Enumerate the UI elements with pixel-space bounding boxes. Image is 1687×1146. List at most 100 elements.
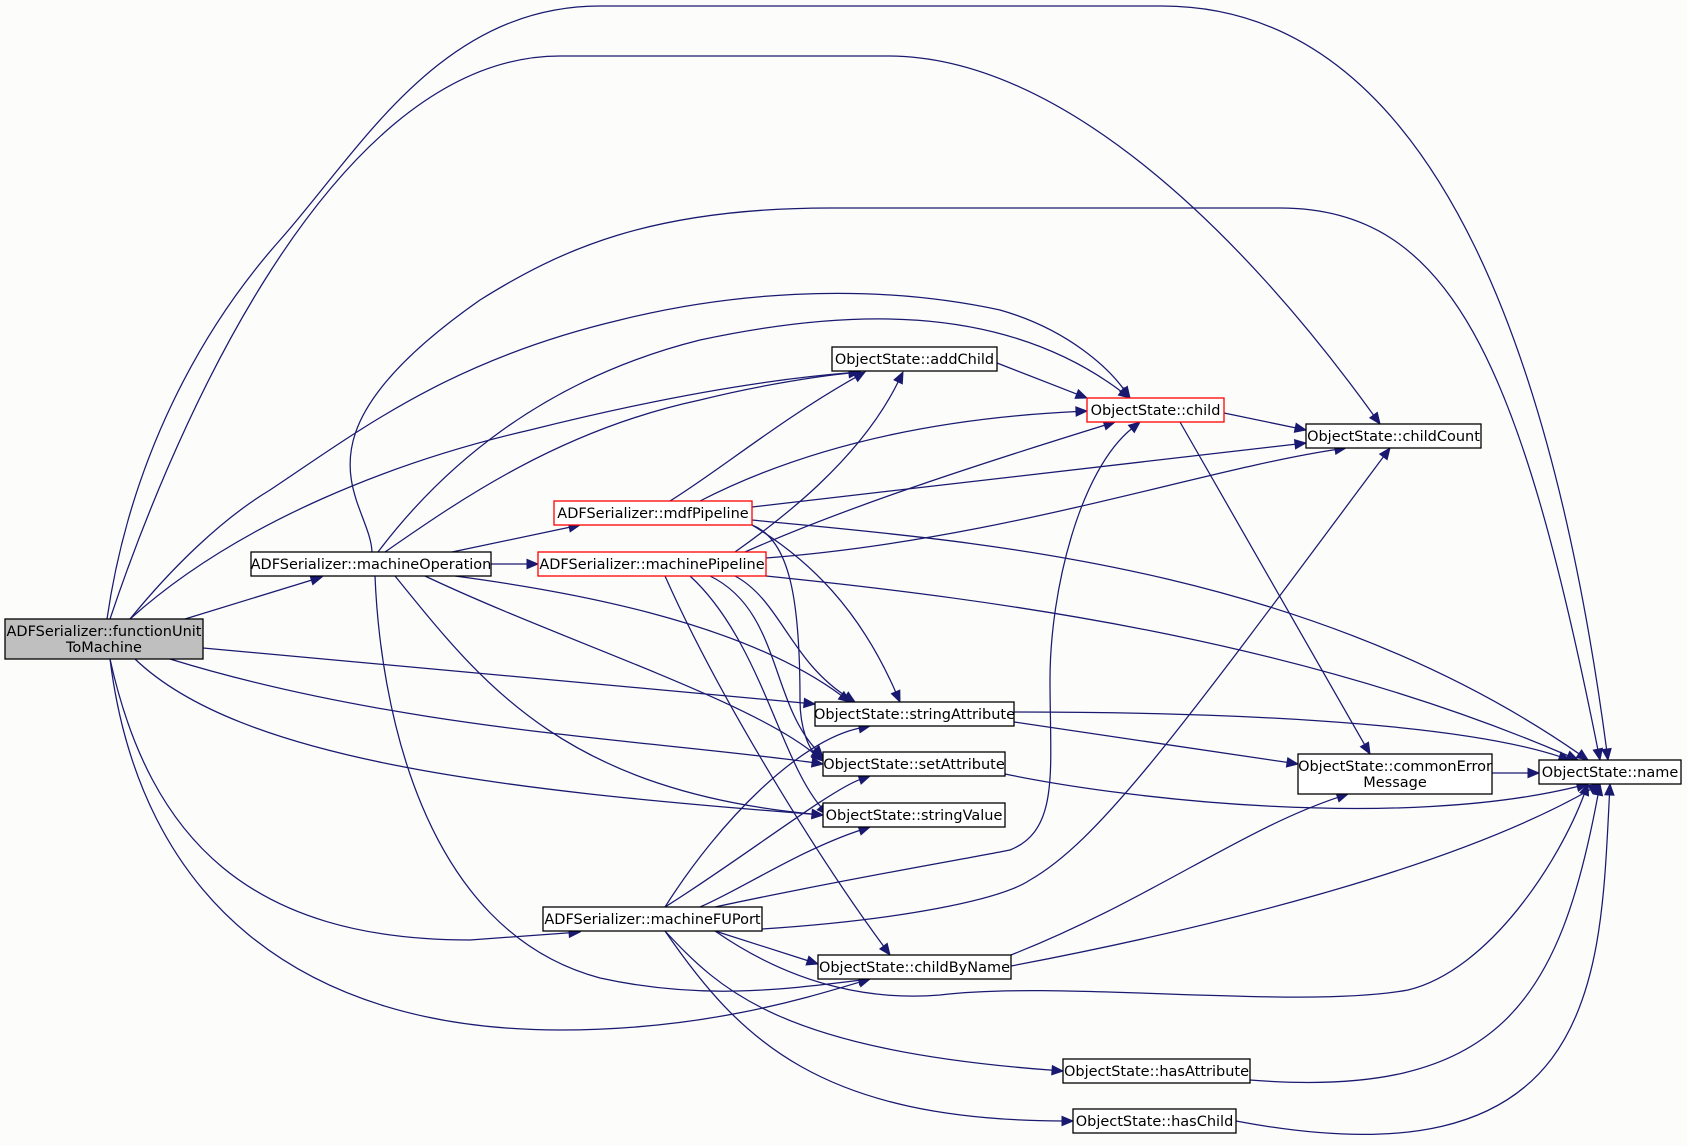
edge-child-to-commonErrorMessage [1179, 421, 1371, 756]
edge-childByName-to-name [1010, 783, 1602, 967]
node-childByName[interactable]: ObjectState::childByName [817, 954, 1012, 980]
arrowhead-icon [1368, 411, 1381, 426]
node-label: ObjectState::hasChild [1076, 1114, 1234, 1130]
edge-line [751, 524, 815, 754]
edge-machineOperation-to-child [377, 318, 1132, 553]
arrowhead-icon [1051, 1064, 1065, 1076]
edge-line [349, 207, 1599, 751]
node-box [537, 551, 767, 577]
node-label: ADFSerializer::machineOperation [251, 557, 492, 573]
node-stringValue[interactable]: ObjectState::stringValue [822, 802, 1006, 828]
arrowhead-icon [890, 689, 901, 704]
edge-machineFUPort-to-name [714, 782, 1590, 998]
node-label: ObjectState::child [1091, 403, 1221, 419]
edge-line [689, 575, 822, 808]
arrowhead-icon [526, 558, 540, 570]
node-layer: ADFSerializer::functionUnitToMachineADFS… [4, 346, 1682, 1134]
edge-machineFUPort-to-hasAttribute [664, 930, 1065, 1076]
edge-line [169, 658, 814, 764]
edge-line [1004, 773, 1579, 810]
arrowhead-icon [842, 691, 857, 703]
edge-line [664, 930, 1064, 1122]
node-label: ObjectState::name [1542, 765, 1679, 781]
edge-line [714, 930, 809, 962]
node-box [1072, 1108, 1237, 1134]
node-machinePipeline[interactable]: ADFSerializer::machinePipeline [537, 551, 767, 577]
node-setAttribute[interactable]: ObjectState::setAttribute [822, 751, 1006, 777]
edge-machinePipeline-to-addChild [734, 370, 904, 553]
arrowhead-icon [805, 955, 820, 966]
node-label: ADFSerializer::machinePipeline [539, 557, 764, 573]
edge-machineOperation-to-stringValue [394, 575, 825, 820]
node-hasAttribute[interactable]: ObjectState::hasAttribute [1062, 1058, 1251, 1084]
edge-line [134, 658, 814, 815]
edge-line [699, 410, 1078, 502]
node-box [1538, 759, 1682, 785]
node-label: ObjectState::childByName [819, 960, 1010, 976]
node-mdfPipeline[interactable]: ADFSerializer::mdfPipeline [553, 500, 753, 526]
node-box [1297, 753, 1493, 795]
edge-line [996, 362, 1078, 395]
node-name[interactable]: ObjectState::name [1538, 759, 1682, 785]
edge-line [734, 575, 847, 698]
edge-commonErrorMessage-to-name [1492, 767, 1541, 779]
edge-line [714, 427, 1133, 908]
edge-line [129, 372, 851, 620]
edge-mdfPipeline-to-childCount [751, 439, 1308, 508]
arrowhead-icon [1592, 782, 1604, 797]
node-label: ObjectState::setAttribute [823, 757, 1005, 773]
arrowhead-icon [810, 757, 825, 768]
arrowhead-icon [1127, 421, 1142, 434]
edge-line [664, 575, 885, 948]
edge-machineOperation-to-setAttribute [424, 575, 824, 762]
arrowhead-icon [1527, 767, 1541, 779]
edge-line [1010, 788, 1592, 967]
node-machineOperation[interactable]: ADFSerializer::machineOperation [250, 551, 492, 577]
edge-root-to-stringAttribute [202, 647, 817, 709]
edge-machinePipeline-to-childByName [664, 575, 891, 957]
edge-line [109, 658, 861, 1031]
edge-line [751, 443, 1297, 508]
node-stringAttribute[interactable]: ObjectState::stringAttribute [814, 701, 1015, 727]
edge-line [374, 575, 861, 992]
node-box [1086, 397, 1225, 423]
arrowhead-icon [893, 370, 904, 385]
node-box [814, 701, 1015, 727]
edge-line [394, 575, 814, 815]
arrowhead-icon [1293, 422, 1308, 433]
edge-machineOperation-to-machinePipeline [491, 558, 540, 570]
edge-machinePipeline-to-stringAttribute [734, 575, 857, 703]
node-box [822, 802, 1006, 828]
edge-line [765, 448, 1337, 559]
edge-line [109, 55, 1375, 620]
arrowhead-icon [309, 575, 324, 586]
edge-line [1249, 793, 1599, 1084]
node-addChild[interactable]: ObjectState::addChild [831, 346, 998, 372]
edge-line [454, 575, 843, 697]
arrowhead-icon [878, 942, 891, 957]
node-label: ADFSerializer::machineFUPort [544, 912, 761, 928]
edge-child-to-childCount [1223, 412, 1308, 433]
edge-line [184, 579, 313, 620]
edge-mdfPipeline-to-name [751, 519, 1590, 761]
arrowhead-icon [1075, 406, 1089, 417]
edge-line [129, 292, 1125, 620]
edge-machineFUPort-to-childByName [714, 930, 820, 966]
node-childCount[interactable]: ObjectState::childCount [1305, 423, 1482, 449]
edge-line [384, 372, 851, 553]
node-label: ObjectState::addChild [835, 352, 994, 368]
edge-addChild-to-child [996, 362, 1089, 399]
edge-mdfPipeline-to-stringAttribute [751, 524, 901, 704]
edge-setAttribute-to-name [1004, 773, 1590, 810]
node-hasChild[interactable]: ObjectState::hasChild [1072, 1108, 1237, 1134]
node-machineFUPort[interactable]: ADFSerializer::machineFUPort [542, 906, 763, 932]
edge-line [714, 793, 1586, 998]
node-child[interactable]: ObjectState::child [1086, 397, 1225, 423]
edge-root-to-childCount [109, 55, 1381, 620]
node-label: Message [1363, 775, 1427, 791]
edge-line [751, 524, 897, 694]
edge-line [664, 930, 1054, 1071]
